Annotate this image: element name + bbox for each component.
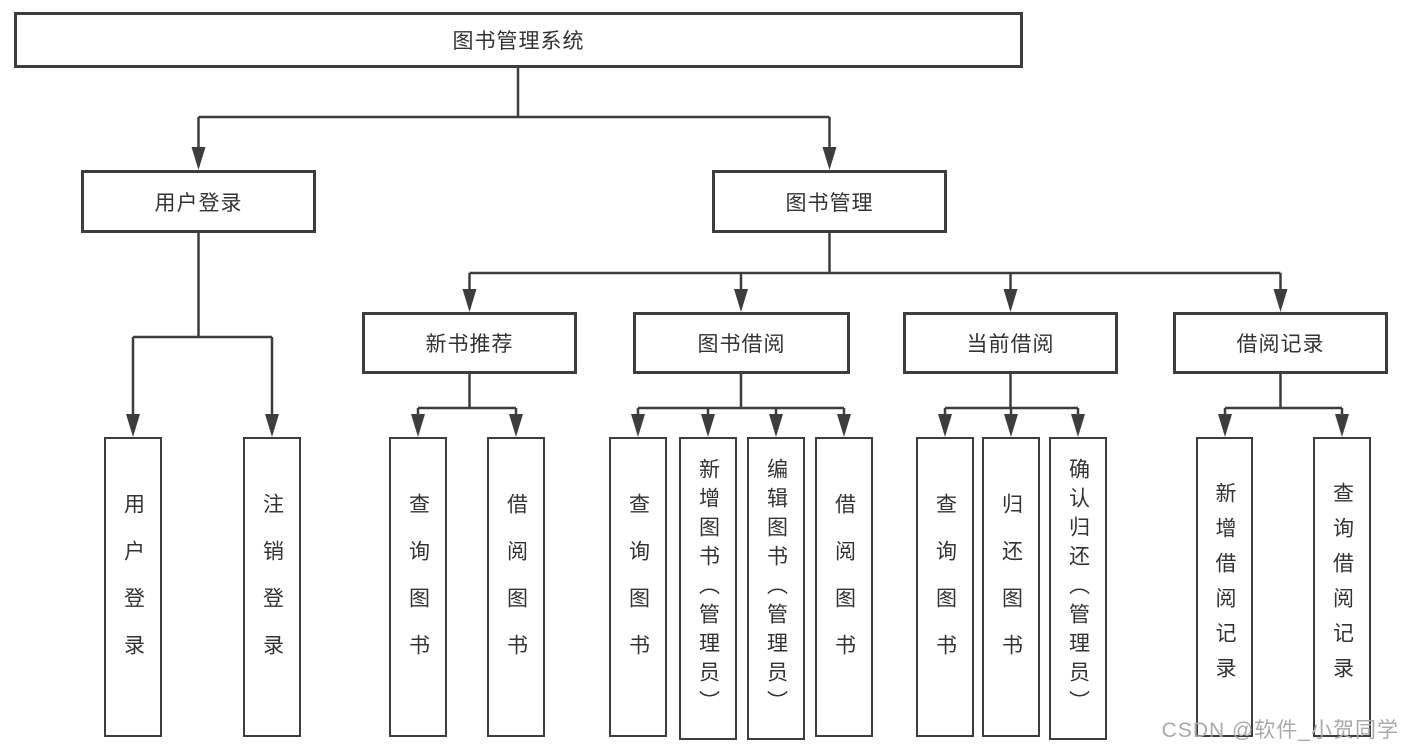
node-query-borrow-record: 查询借阅记录 [1313,437,1371,737]
node-borrow-books-borrow: 借阅图书 [815,437,873,737]
node-query-books-current: 查询图书 [916,437,974,737]
node-query-books-borrow: 查询图书 [609,437,667,737]
node-root-system: 图书管理系统 [14,12,1023,68]
csdn-watermark: CSDN @软件_小贺同学 [1161,719,1399,742]
node-user-login: 用户登录 [81,170,316,233]
node-confirm-return-admin: 确认归还（管理员） [1049,437,1107,740]
connector-borrow-records-group [1223,374,1344,417]
node-book-borrowing: 图书借阅 [633,312,850,374]
connector-book-mgmt-to-level3 [468,233,1282,292]
node-edit-books-admin: 编辑图书（管理员） [747,437,805,740]
node-current-borrowing: 当前借阅 [903,312,1118,374]
node-logout: 注销登录 [243,437,301,737]
connector-current-borrow-group [943,374,1080,417]
arrowheads-level2 [191,147,837,170]
node-query-books-recommend: 查询图书 [389,437,447,737]
node-borrow-books-recommend: 借阅图书 [487,437,545,737]
node-add-books-admin: 新增图书（管理员） [679,437,737,740]
node-book-management: 图书管理 [712,170,947,233]
node-return-books: 归还图书 [982,437,1040,737]
node-user-login-action: 用户登录 [104,437,162,737]
node-borrowing-records: 借阅记录 [1173,312,1388,374]
connector-user-login-group [131,233,274,417]
node-new-book-recommend: 新书推荐 [362,312,577,374]
connector-book-borrow-group [636,374,846,417]
arrowheads-level3 [462,289,1288,312]
connector-new-book-rec-group [416,374,518,417]
node-add-borrow-record: 新增借阅记录 [1196,437,1253,737]
connector-root-to-level2 [197,68,831,150]
arrowheads-level4 [411,414,1349,437]
arrowheads-user-login-group [126,414,279,437]
